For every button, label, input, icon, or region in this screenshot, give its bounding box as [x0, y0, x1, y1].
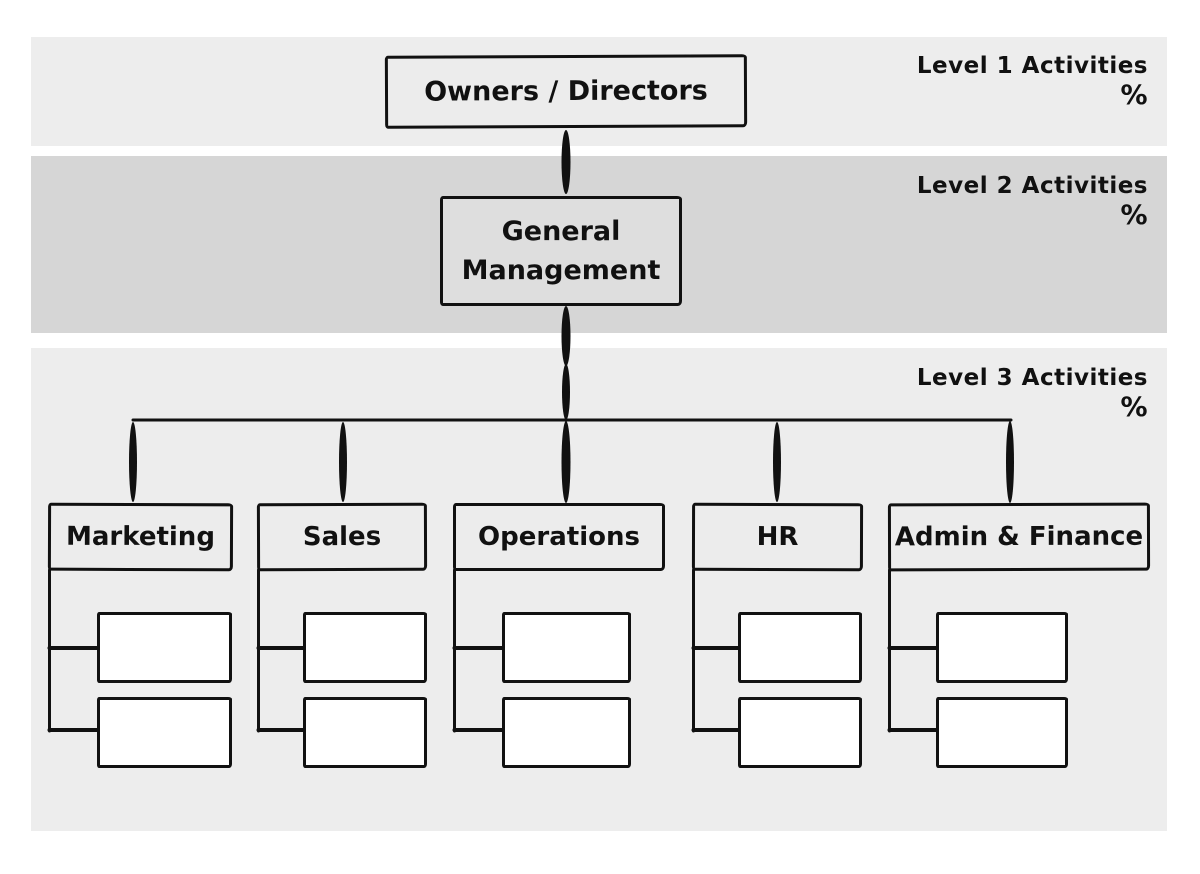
- activity-box-marketing-2: [97, 697, 232, 768]
- node-general-management: General Management: [440, 196, 682, 306]
- activity-box-marketing-1: [97, 612, 232, 683]
- node-owners-directors: Owners / Directors: [384, 54, 748, 129]
- node-sales: Sales: [256, 502, 428, 572]
- level-3-percent: %: [1120, 391, 1148, 423]
- activity-box-operations-2: [502, 697, 631, 768]
- activity-box-admin-2: [936, 697, 1068, 768]
- node-marketing: Marketing: [47, 502, 234, 572]
- activity-box-sales-1: [303, 612, 427, 683]
- level-3-label: Level 3 Activities %: [917, 364, 1148, 422]
- level-2-title: Level 2 Activities: [916, 173, 1148, 199]
- activity-box-sales-2: [303, 697, 427, 768]
- node-hr: HR: [691, 502, 864, 572]
- node-operations: Operations: [453, 503, 665, 571]
- level-1-percent: %: [1120, 79, 1148, 111]
- level-1-title: Level 1 Activities: [916, 53, 1148, 79]
- activity-box-operations-1: [502, 612, 631, 683]
- level-2-label: Level 2 Activities %: [917, 172, 1148, 230]
- node-admin-finance: Admin & Finance: [887, 502, 1151, 572]
- level-2-percent: %: [1120, 199, 1148, 231]
- level-3-title: Level 3 Activities: [916, 365, 1148, 391]
- activity-box-admin-1: [936, 612, 1068, 683]
- activity-box-hr-1: [738, 612, 862, 683]
- level-1-label: Level 1 Activities %: [917, 52, 1148, 110]
- activity-box-hr-2: [738, 697, 862, 768]
